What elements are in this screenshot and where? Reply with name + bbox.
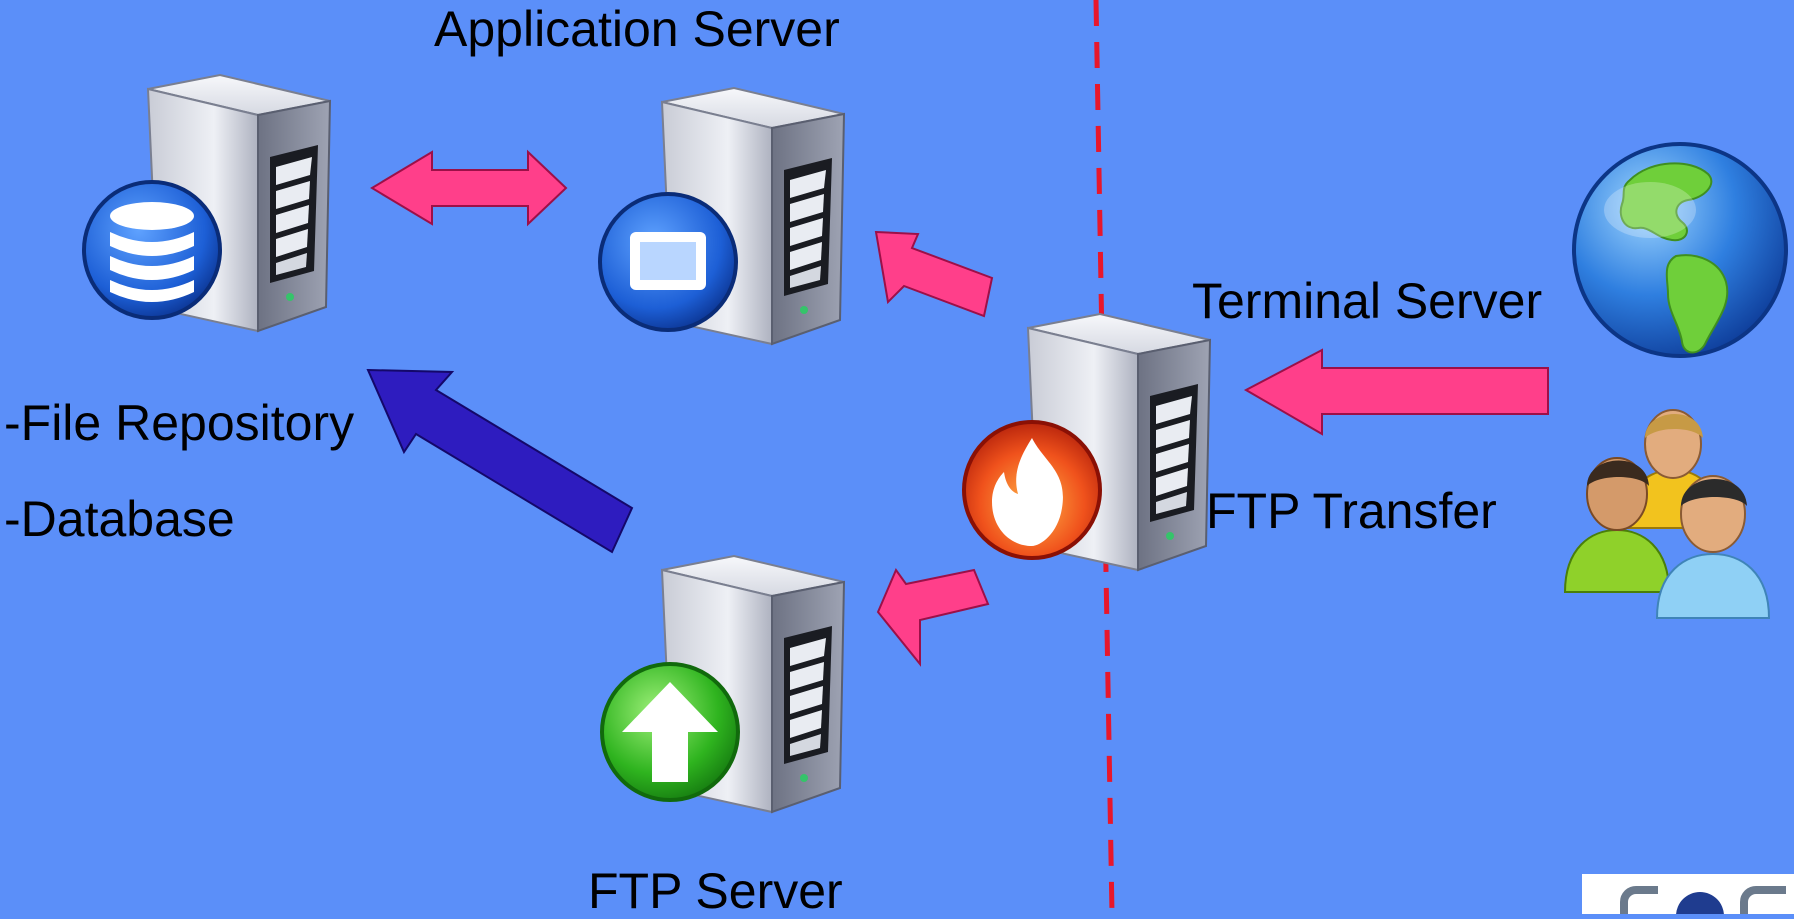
globe-icon — [1572, 142, 1788, 358]
logo-partial-icon — [1582, 874, 1794, 914]
application-server-label: Application Server — [434, 1, 840, 57]
arrow-internet-to-firewall — [1243, 348, 1549, 436]
arrow-firewall-to-ftp — [876, 567, 990, 667]
arrow-ftp-to-repository — [366, 368, 634, 554]
arrow-firewall-to-app — [874, 230, 994, 318]
database-label: -Database — [4, 491, 235, 547]
ftp-server-label: FTP Server — [588, 863, 843, 919]
database-server-icon — [82, 74, 331, 332]
users-group-icon — [1563, 409, 1771, 619]
file-repository-label: -File Repository — [4, 395, 355, 451]
terminal-server-label: Terminal Server — [1192, 273, 1543, 329]
ftp-transfer-label: FTP Transfer — [1206, 483, 1497, 539]
firewall-server-icon — [962, 313, 1211, 571]
network-boundary-divider — [1093, 0, 1115, 914]
application-server-icon — [598, 87, 845, 345]
double-arrow-database-app — [370, 149, 568, 227]
ftp-upload-server-icon — [600, 555, 845, 813]
